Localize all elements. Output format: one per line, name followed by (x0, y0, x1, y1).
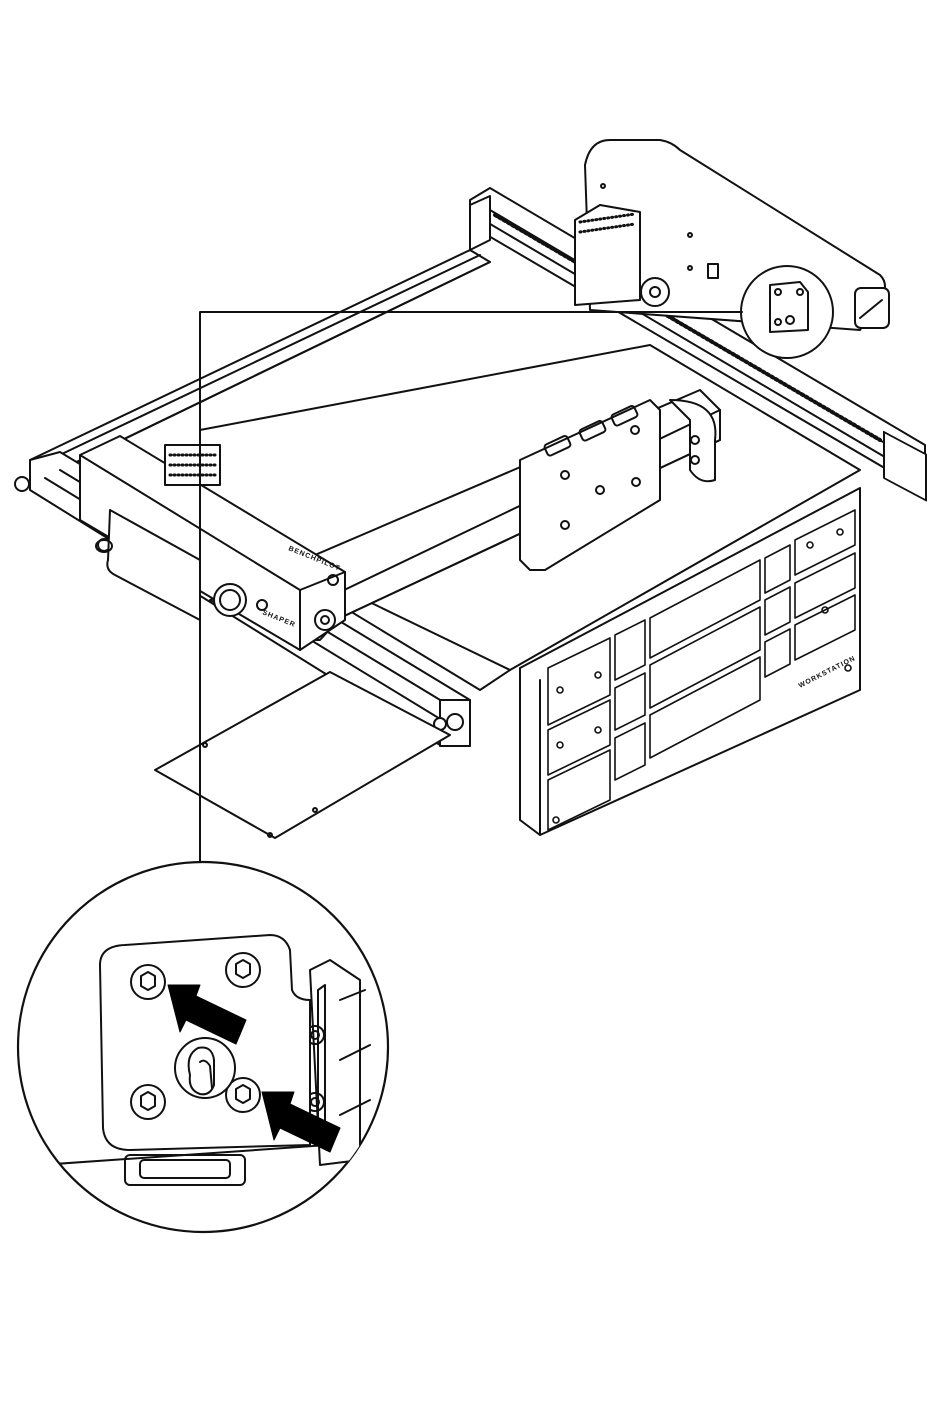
detail-source-circle (741, 266, 833, 358)
center-pin (175, 1038, 235, 1098)
screw-top-left (131, 965, 165, 999)
detail-view (18, 862, 400, 1232)
screw-bottom-left (131, 1085, 165, 1119)
screw-top-right (226, 953, 260, 987)
rear-carriage (575, 140, 889, 330)
machine-assembly: BENCHPILOT SHAPER WORKSTATION (15, 140, 926, 838)
